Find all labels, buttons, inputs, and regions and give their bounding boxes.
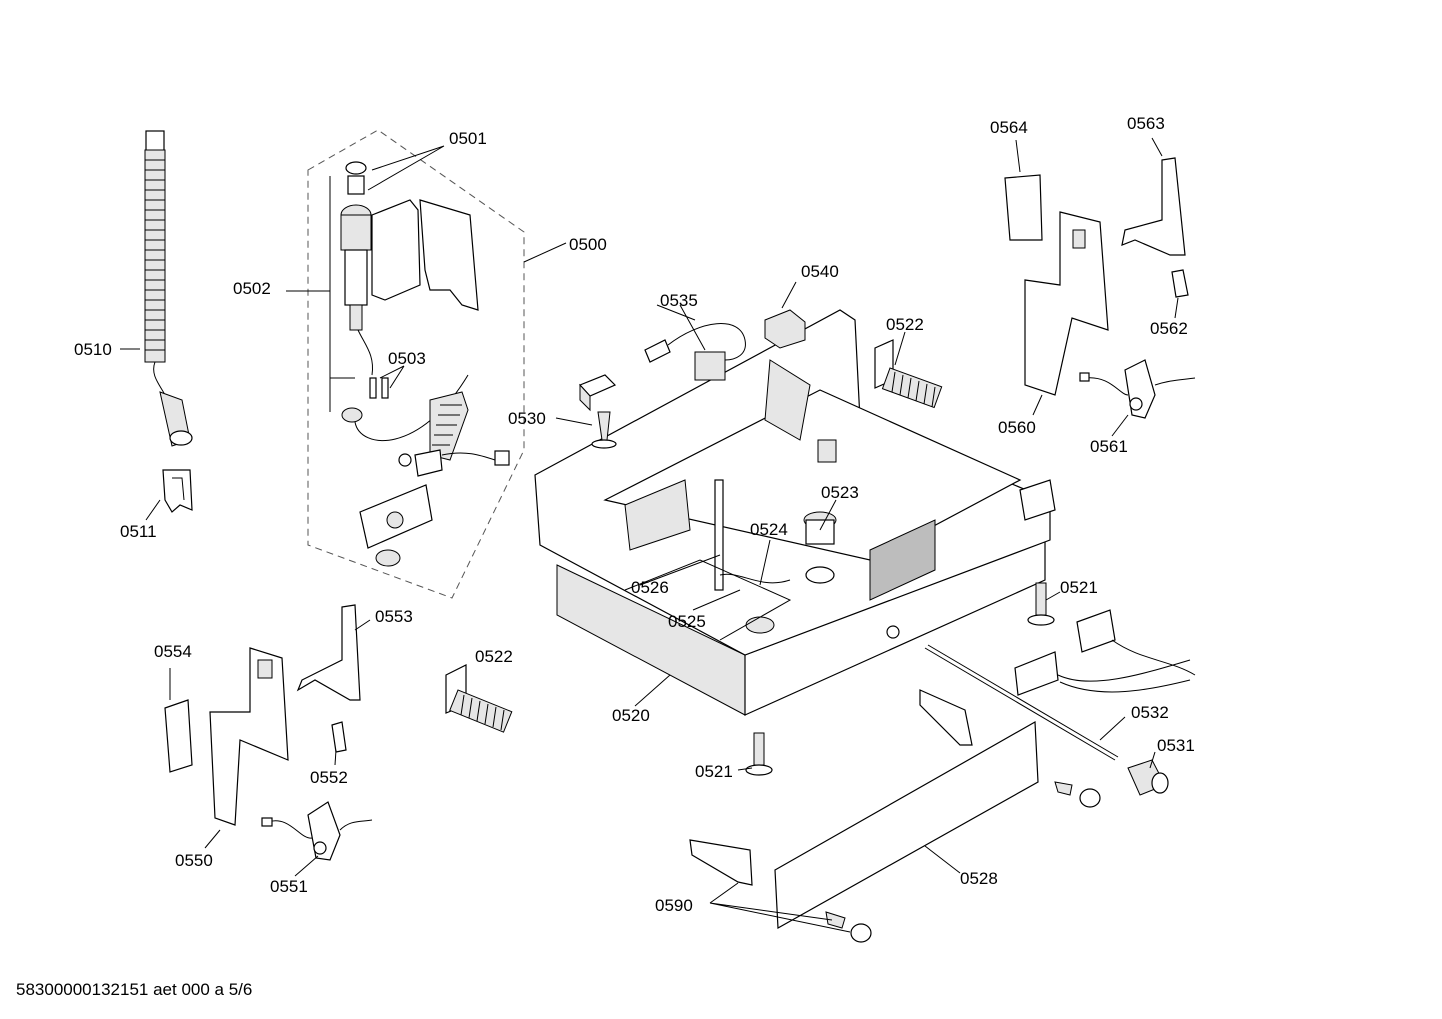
bracket-0553 [296,604,361,701]
label-0550: 0550 [175,851,213,870]
label-0540: 0540 [801,262,839,281]
label-0521-bottom: 0521 [695,762,733,781]
switch-0561 [1079,359,1196,419]
hose-connector-0503 [354,374,510,477]
bracket-0560 [1024,211,1109,396]
screw-cap-0528 [1054,781,1101,808]
label-0528: 0528 [960,869,998,888]
spring-0522-right [874,339,943,409]
label-0524: 0524 [750,520,788,539]
label-0503: 0503 [388,349,426,368]
label-0525: 0525 [668,612,706,631]
label-0522-left: 0522 [475,647,513,666]
screw-0521-right [1027,582,1055,626]
label-0552: 0552 [310,768,348,787]
label-0561: 0561 [1090,437,1128,456]
bracket-0563 [1121,157,1186,256]
label-0510: 0510 [74,340,112,359]
label-0521-right: 0521 [1060,578,1098,597]
label-0564: 0564 [990,118,1028,137]
base-tub-0520 [534,309,1056,716]
label-0530: 0530 [508,409,546,428]
label-0590: 0590 [655,896,693,915]
label-0554: 0554 [154,642,192,661]
label-0522-right: 0522 [886,315,924,334]
panel-0528 [774,720,1039,929]
clip-0562 [1171,269,1189,298]
drain-hose-0510 [144,130,193,447]
mount-plate-0500 [359,484,433,567]
label-0500: 0500 [569,235,607,254]
wiring-harness [1014,609,1196,696]
leader-lines [120,137,1179,933]
label-0563: 0563 [1127,114,1165,133]
assembly-outline-0500 [307,129,525,599]
label-0532: 0532 [1131,703,1169,722]
label-0562: 0562 [1150,319,1188,338]
label-0520: 0520 [612,706,650,725]
drawing-reference-footer: 58300000132151 aet 000 a 5/6 [16,980,253,999]
label-0560: 0560 [998,418,1036,437]
connector-0540 [764,309,806,349]
label-0535: 0535 [660,291,698,310]
label-0511: 0511 [120,522,157,541]
label-0526: 0526 [631,578,669,597]
screw-0521-bottom [745,732,773,776]
label-0502: 0502 [233,279,271,298]
hose-clip-0511 [162,469,193,513]
knob-0531 [1127,759,1169,796]
clip-0552 [331,721,347,753]
label-0551: 0551 [270,877,308,896]
label-0523: 0523 [821,483,859,502]
switch-0551 [261,801,373,861]
label-0501: 0501 [449,129,487,148]
bracket-0550 [209,647,289,826]
label-0553: 0553 [375,607,413,626]
label-0531: 0531 [1157,736,1195,755]
rod-0532 [924,644,1119,761]
bracket-0528 [919,689,973,746]
cover-0554 [164,699,193,773]
float-0530 [578,374,617,449]
spring-0522-left [445,664,513,733]
water-valve-0502 [340,161,479,423]
cover-0564 [1004,174,1043,241]
strip-0590 [689,839,872,943]
